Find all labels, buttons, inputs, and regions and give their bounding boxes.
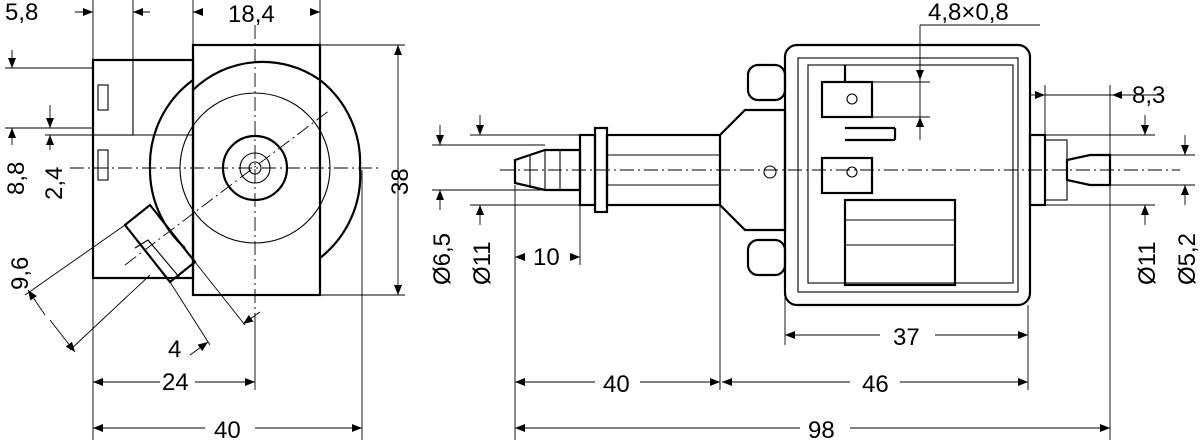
terminal-lower (820, 156, 874, 195)
dim-body-section: 46 (862, 371, 889, 398)
dim-small-offset: 2,4 (41, 167, 68, 200)
dim-body-width: 18,4 (228, 1, 275, 28)
dim-body-length: 37 (893, 324, 920, 351)
pump-body-side (191, 43, 322, 297)
terminal-upper (820, 80, 874, 119)
dim-diag-small: 4 (168, 336, 181, 363)
dim-diag-length: 9,6 (7, 257, 34, 290)
dim-outlet-diameter-small: Ø5,2 (1174, 233, 1200, 285)
dim-total-height: 38 (387, 168, 414, 195)
dim-inlet-section: 40 (603, 371, 630, 398)
dim-terminal-size: 4,8×0,8 (928, 0, 1009, 26)
dim-inlet-diameter-small: Ø6,5 (429, 233, 456, 285)
dim-outlet-diameter-large: Ø11 (1134, 241, 1161, 285)
front-view: 4,8×0,8 8,3 Ø6,5 Ø11 10 37 40 46 98 Ø11 … (429, 0, 1200, 442)
dim-inlet-diameter-large: Ø11 (469, 241, 496, 285)
dim-inlet-length: 10 (533, 244, 560, 271)
dim-total-width: 40 (214, 417, 241, 442)
dim-terminal-width: 5,8 (5, 0, 38, 26)
dim-center-distance: 24 (162, 369, 189, 396)
side-view: 5,8 18,4 8,8 2,4 38 9,6 4 24 40 (3, 0, 414, 442)
dim-outlet-length: 8,3 (1132, 82, 1165, 109)
dim-total-length: 98 (808, 417, 835, 442)
dim-height-offset: 8,8 (3, 162, 30, 195)
